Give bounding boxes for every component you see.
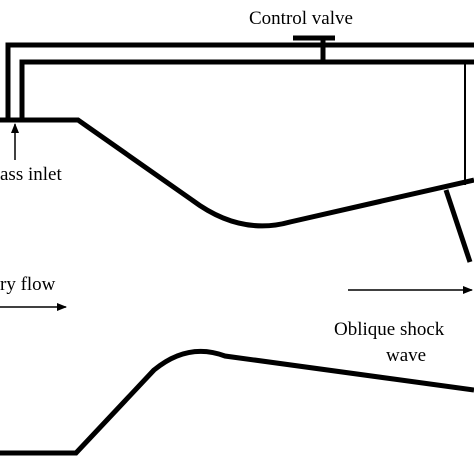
control-valve-label: Control valve	[249, 8, 353, 29]
primary-flow-label: ry flow	[0, 274, 56, 295]
bypass-pipe-outer	[5, 42, 474, 118]
oblique-shock-label-line1: Oblique shock	[334, 319, 445, 340]
bypass-pipe-inner	[19, 59, 474, 118]
bypass-inlet-label: ass inlet	[0, 164, 62, 185]
oblique-shock-label-line2: wave	[386, 345, 426, 366]
oblique-shock-line	[443, 189, 473, 263]
nozzle-lower-wall	[0, 348, 474, 456]
nozzle-upper-wall	[0, 117, 474, 229]
control-valve-icon	[293, 35, 335, 62]
